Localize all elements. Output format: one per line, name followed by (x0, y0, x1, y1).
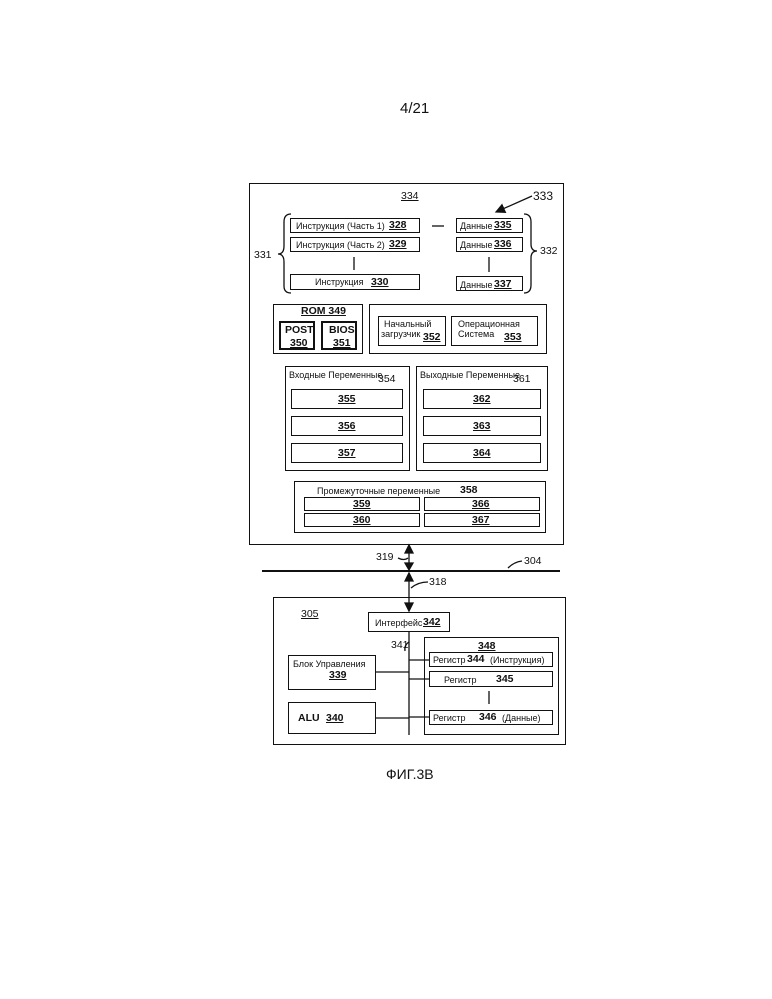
bus-ref-leader (508, 561, 522, 568)
memory-link-leader (398, 558, 408, 560)
memory-pointer-arrow (496, 196, 532, 212)
data-brace (524, 214, 537, 293)
processor-link-leader (411, 582, 428, 588)
instruction-brace (278, 214, 291, 293)
